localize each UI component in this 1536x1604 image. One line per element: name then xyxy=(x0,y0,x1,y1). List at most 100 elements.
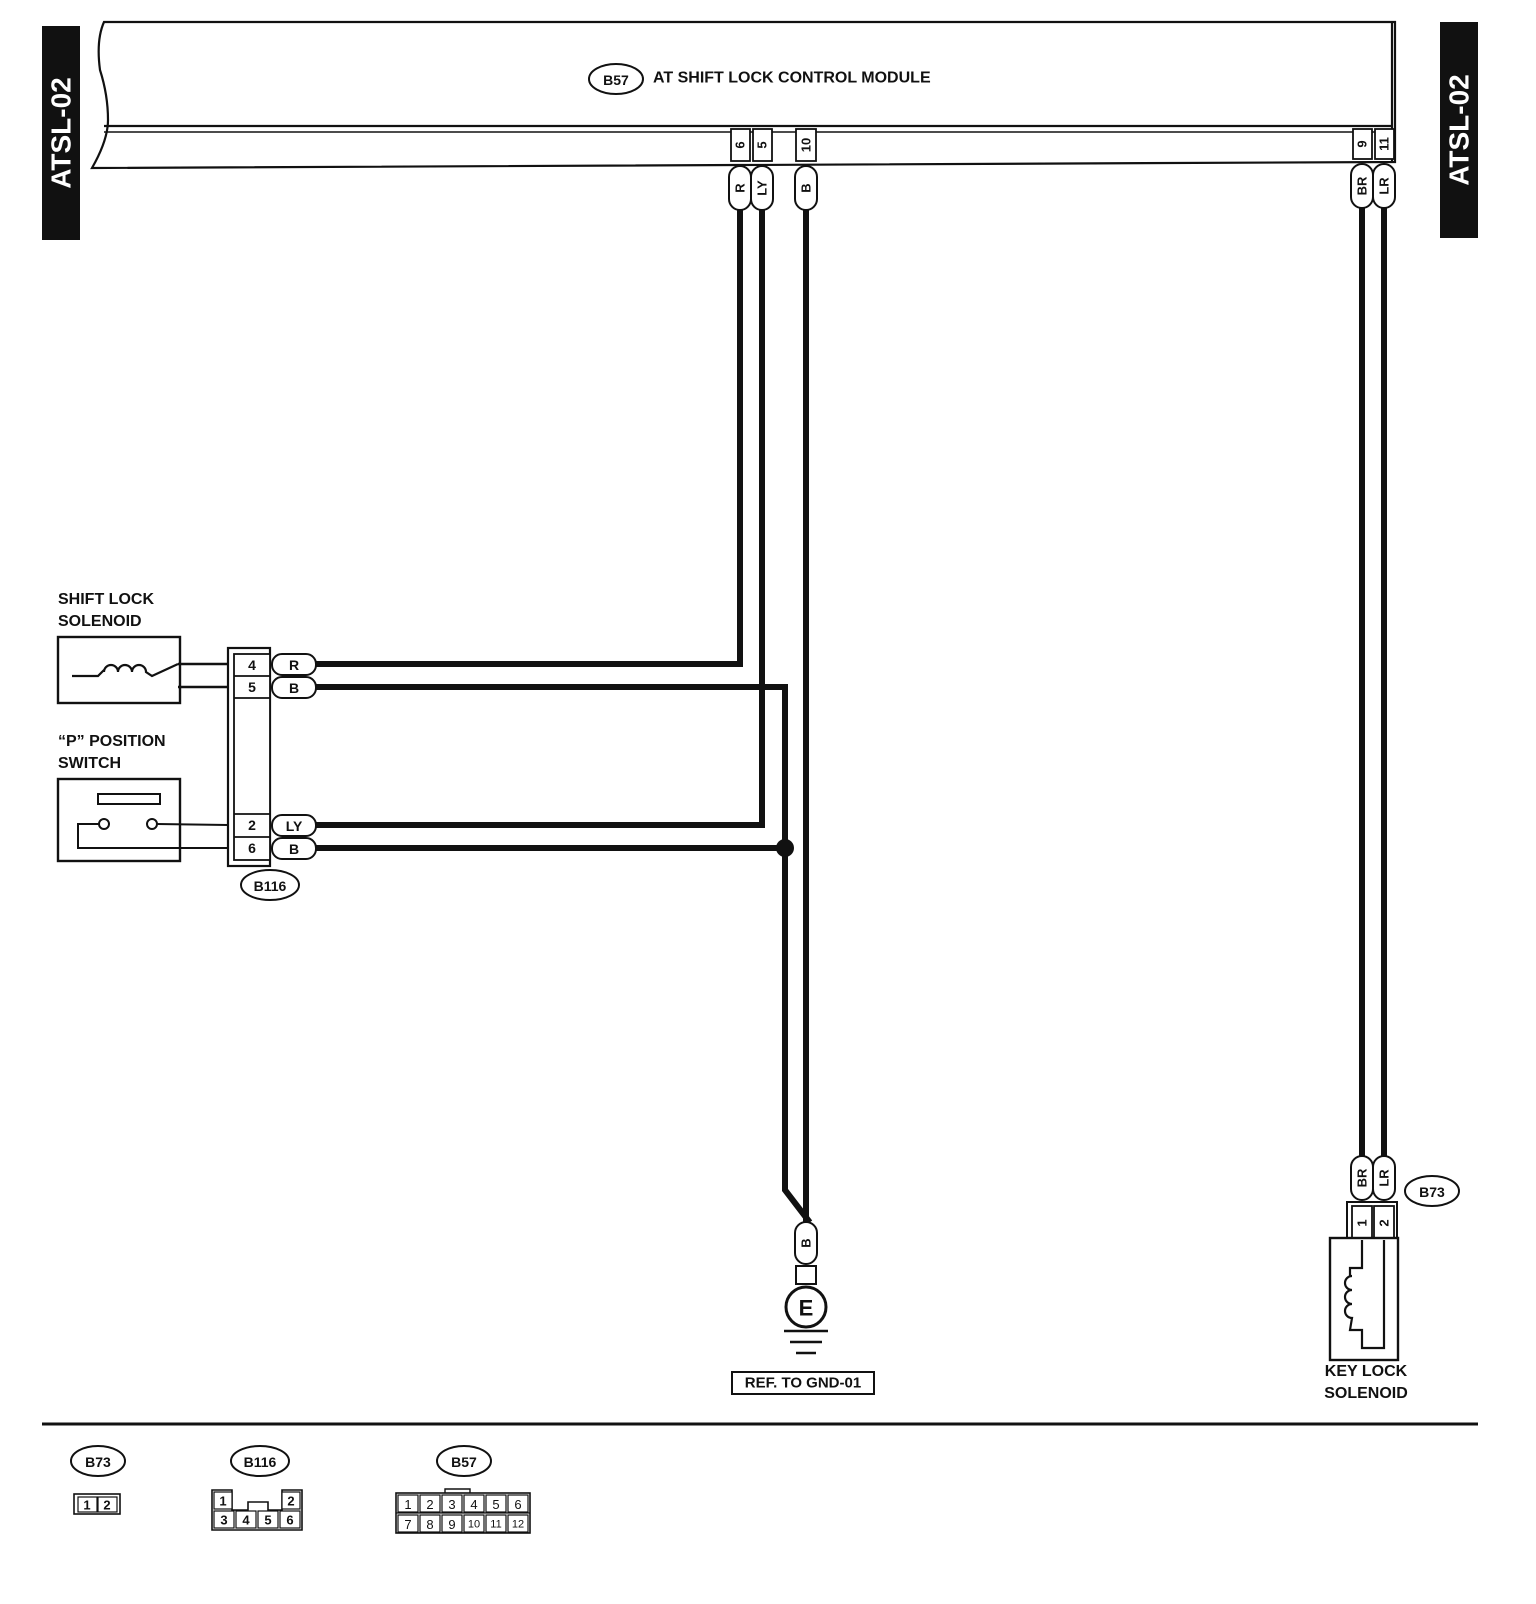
wire-tag-r: R xyxy=(728,165,752,211)
b57-pin-number: 1 xyxy=(404,1497,411,1512)
b57-pin-number: 10 xyxy=(468,1519,480,1531)
b57-pin-cell xyxy=(397,1494,419,1513)
wire-tag-br-top: BR xyxy=(1350,163,1374,209)
svg-text:11: 11 xyxy=(1377,137,1392,151)
svg-text:SWITCH: SWITCH xyxy=(58,755,121,772)
splice-point xyxy=(776,839,794,857)
svg-text:1: 1 xyxy=(83,1498,90,1513)
svg-text:LR: LR xyxy=(1377,1169,1392,1187)
svg-text:“P” POSITION: “P” POSITION xyxy=(58,733,166,750)
svg-text:LY: LY xyxy=(755,180,770,196)
svg-text:9: 9 xyxy=(1355,140,1370,147)
shift-lock-solenoid-label: SHIFT LOCK SOLENOID xyxy=(58,591,154,630)
svg-text:B: B xyxy=(289,841,299,857)
b116-row-pin2: 2 LY xyxy=(248,814,317,837)
shift-lock-solenoid xyxy=(56,635,228,705)
svg-text:6: 6 xyxy=(248,840,256,856)
b116-row-pin5: 5 B xyxy=(248,676,317,699)
svg-text:2: 2 xyxy=(287,1494,294,1509)
svg-text:1: 1 xyxy=(219,1494,226,1509)
b57-pin-cell xyxy=(485,1494,507,1513)
p-position-switch xyxy=(56,777,229,863)
svg-text:ATSL-02: ATSL-02 xyxy=(46,77,77,189)
wire-tag-ly: LY xyxy=(750,165,774,211)
svg-text:B73: B73 xyxy=(85,1454,111,1470)
page-tag-left: ATSL-02 xyxy=(42,26,80,240)
svg-text:10: 10 xyxy=(799,138,814,152)
svg-text:R: R xyxy=(289,657,299,673)
module-pin-9: 9 xyxy=(1352,128,1373,160)
b57-module-tag: B57 xyxy=(588,63,644,95)
b116-tag: B116 xyxy=(240,869,300,901)
svg-text:REF. TO GND-01: REF. TO GND-01 xyxy=(745,1375,861,1392)
b57-pin-cell xyxy=(463,1494,485,1513)
legend-b73: B73 1 2 xyxy=(70,1445,126,1515)
b116-row-pin4: 4 R xyxy=(248,653,317,676)
svg-text:2: 2 xyxy=(1377,1219,1392,1226)
svg-text:ATSL-02: ATSL-02 xyxy=(1444,74,1475,186)
svg-text:LY: LY xyxy=(286,818,303,834)
b57-pin-cell xyxy=(441,1514,463,1533)
legend-b116: B116 1 2 3 4 5 6 xyxy=(211,1445,303,1531)
b57-pin-number: 11 xyxy=(490,1519,501,1531)
key-lock-solenoid-label: KEY LOCK SOLENOID xyxy=(1324,1363,1408,1402)
b57-pin-cell xyxy=(419,1514,441,1533)
p-position-switch-label: “P” POSITION SWITCH xyxy=(58,733,166,772)
svg-text:6: 6 xyxy=(286,1513,293,1528)
b57-pin-number: 9 xyxy=(448,1517,455,1532)
b57-pin-number: 2 xyxy=(426,1497,433,1512)
svg-text:B: B xyxy=(289,680,299,696)
svg-text:B57: B57 xyxy=(451,1454,477,1470)
b73-tag: B73 xyxy=(1404,1175,1460,1207)
svg-text:B116: B116 xyxy=(254,878,287,894)
b57-pin-number: 3 xyxy=(448,1497,455,1512)
b116-row-pin6: 6 B xyxy=(248,837,317,860)
b57-pin-cell xyxy=(485,1514,507,1533)
svg-text:R: R xyxy=(733,183,748,193)
b57-pin-cell xyxy=(507,1514,529,1533)
module-pin-5: 5 xyxy=(752,128,773,162)
svg-text:B73: B73 xyxy=(1419,1184,1445,1200)
ground-symbol: E xyxy=(784,1265,828,1355)
svg-text:4: 4 xyxy=(248,657,256,673)
ground-wire-tag: B xyxy=(794,1221,818,1265)
b57-pin-number: 7 xyxy=(404,1517,411,1532)
wire-r-pin6 xyxy=(309,205,743,667)
svg-text:SOLENOID: SOLENOID xyxy=(58,613,142,630)
svg-text:B116: B116 xyxy=(244,1454,277,1470)
b57-pin-number: 4 xyxy=(470,1497,477,1512)
svg-text:BR: BR xyxy=(1355,176,1370,195)
b57-pin-cell xyxy=(441,1494,463,1513)
module-pin-10: 10 xyxy=(795,128,817,162)
b57-pin-cell xyxy=(419,1494,441,1513)
svg-text:SHIFT LOCK: SHIFT LOCK xyxy=(58,591,154,608)
svg-text:SOLENOID: SOLENOID xyxy=(1324,1385,1408,1402)
b57-pin-number: 6 xyxy=(514,1497,521,1512)
svg-text:BR: BR xyxy=(1355,1168,1370,1187)
wire-tag-br-bottom: BR xyxy=(1350,1155,1374,1201)
key-lock-solenoid xyxy=(1328,1236,1400,1362)
svg-text:2: 2 xyxy=(248,817,256,833)
ground-reference-label: REF. TO GND-01 xyxy=(731,1371,875,1395)
b57-pin-number: 5 xyxy=(492,1497,499,1512)
b57-pin-number: 12 xyxy=(512,1519,524,1531)
svg-text:3: 3 xyxy=(220,1513,227,1528)
svg-text:4: 4 xyxy=(242,1513,250,1528)
svg-text:B57: B57 xyxy=(603,72,629,88)
module-title: AT SHIFT LOCK CONTROL MODULE xyxy=(653,70,931,87)
svg-text:B: B xyxy=(799,183,814,192)
svg-text:KEY LOCK: KEY LOCK xyxy=(1325,1363,1408,1380)
module-pin-11: 11 xyxy=(1374,128,1395,160)
page-tag-right: ATSL-02 xyxy=(1440,22,1478,238)
wire-b-pin5 xyxy=(309,684,813,1225)
svg-text:1: 1 xyxy=(1355,1219,1370,1226)
svg-text:B: B xyxy=(799,1238,814,1247)
b57-pin-cell xyxy=(463,1514,485,1533)
wire-tag-b-pin10: B xyxy=(794,165,818,211)
svg-text:5: 5 xyxy=(755,141,770,148)
svg-text:2: 2 xyxy=(103,1498,110,1513)
b116-connector xyxy=(226,646,272,868)
